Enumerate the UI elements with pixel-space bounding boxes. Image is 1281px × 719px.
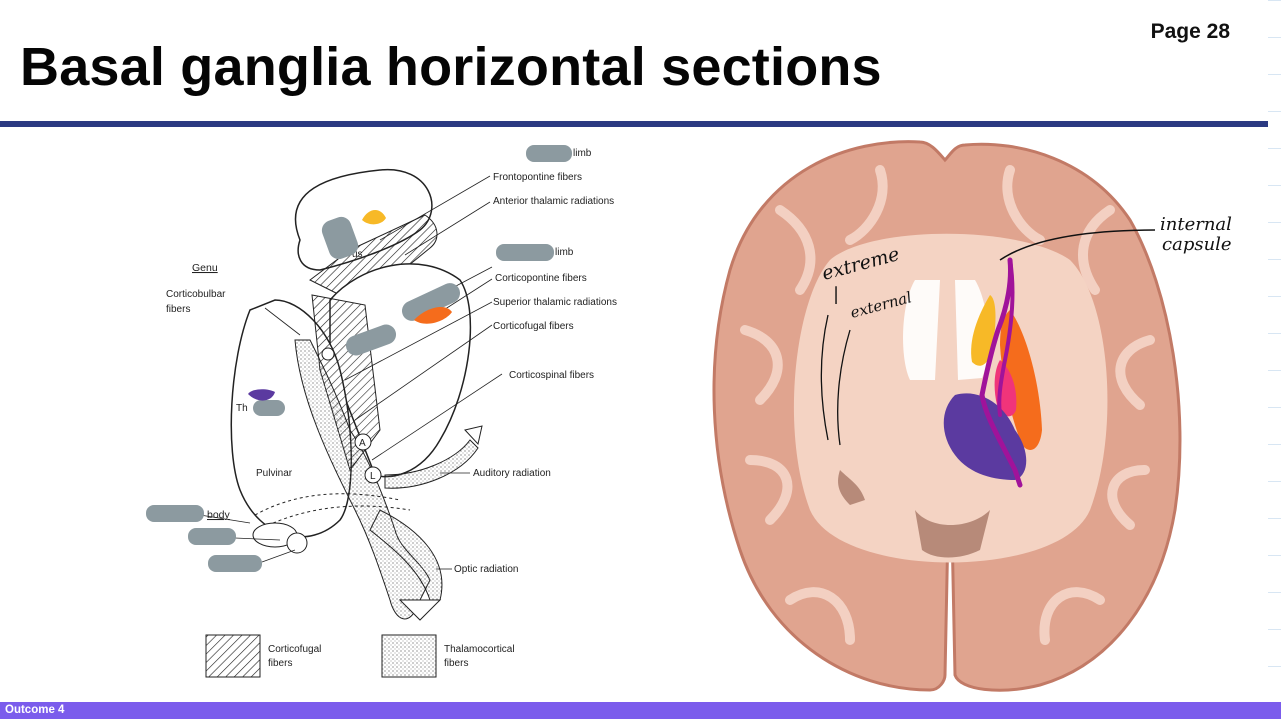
medial-geniculate <box>286 532 308 554</box>
posterior-cavity <box>915 510 990 558</box>
label-corticofugal: Corticofugal fibers <box>493 321 574 332</box>
label-optic: Optic radiation <box>454 564 518 575</box>
annotation-internal-1: internal <box>1160 214 1232 235</box>
purple-mark <box>248 389 275 401</box>
auditory-arrow <box>464 425 483 446</box>
label-a: A <box>359 438 366 449</box>
internal-capsule-diagram: A L limb Frontopontine fibers Anterior t… <box>146 145 617 678</box>
label-superior-thalamic: Superior thalamic radiations <box>493 297 617 308</box>
footer-bar: Outcome 4 <box>0 702 1281 719</box>
legend-thalamocortical-2: fibers <box>444 658 468 669</box>
orange-mark <box>414 306 452 324</box>
label-frontopontine: Frontopontine fibers <box>493 172 582 183</box>
label-genu: Genu <box>192 262 218 274</box>
label-th-partial: Th <box>236 403 248 414</box>
redactions <box>146 145 572 572</box>
brain-horizontal-section: internal capsule extreme | external <box>712 140 1232 692</box>
page-title: Basal ganglia horizontal sections <box>20 37 882 97</box>
optic-arrow <box>398 599 442 621</box>
legend-swatch-corticofugal <box>205 634 261 678</box>
annotation-separator: | <box>833 284 839 305</box>
label-l: L <box>370 471 376 482</box>
cortical-folds <box>740 165 1155 645</box>
internal-capsule-line <box>979 257 1023 488</box>
auditory-radiation-band <box>384 439 479 489</box>
label-corticospinal: Corticospinal fibers <box>509 370 594 381</box>
label-anterior-thalamic: Anterior thalamic radiations <box>493 196 614 207</box>
label-pulvinar: Pulvinar <box>256 468 293 479</box>
dashed-fibers-2 <box>261 505 411 529</box>
legend-thalamocortical-1: Thalamocortical <box>444 644 515 655</box>
orange-region <box>1000 310 1042 450</box>
page-number: Page 28 <box>1150 20 1230 43</box>
internal-pointer <box>999 229 1156 261</box>
label-auditory: Auditory radiation <box>473 468 551 479</box>
purple-region <box>943 393 1027 480</box>
left-cavity <box>838 470 865 505</box>
legend-swatch-thalamocortical <box>381 634 437 678</box>
label-limb-1: limb <box>573 148 592 159</box>
legend-corticofugal-2: fibers <box>268 658 292 669</box>
white-matter <box>793 233 1108 563</box>
leader-lines <box>199 175 503 570</box>
dashed-fibers <box>254 493 401 516</box>
fiber-circle-a <box>354 433 372 451</box>
fiber-circle-l <box>364 466 382 484</box>
annotation-internal-2: capsule <box>1162 234 1232 255</box>
extreme-pointer <box>820 314 829 441</box>
slide: Page 28 Basal ganglia horizontal section… <box>0 20 1268 692</box>
internal-capsule-line-2 <box>997 258 1015 417</box>
title-rule <box>0 121 1268 127</box>
label-us-partial: us <box>352 249 363 260</box>
label-limb-2: limb <box>555 247 574 258</box>
yellow-mark <box>362 209 386 225</box>
label-corticopontine: Corticopontine fibers <box>495 273 587 284</box>
label-corticobulbar-1: Corticobulbar <box>166 289 226 300</box>
yellow-region <box>971 295 996 366</box>
small-nucleus <box>321 347 335 361</box>
label-body: body <box>207 509 231 521</box>
external-pointer <box>837 329 851 446</box>
ventricle-left <box>903 280 940 380</box>
legend-corticofugal-1: Corticofugal <box>268 644 321 655</box>
label-corticobulbar-2: fibers <box>166 304 190 315</box>
